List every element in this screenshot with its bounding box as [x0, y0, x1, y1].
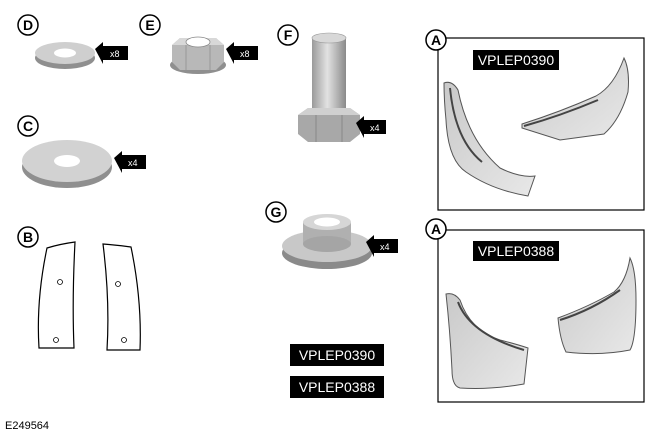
legend-code-2-bg — [290, 376, 384, 398]
nut-thread-hole — [185, 36, 211, 48]
mud-flap-rear-right — [557, 256, 637, 355]
strip-right — [102, 243, 141, 351]
callout-circle-d — [17, 14, 39, 36]
quantity-c: x4 — [128, 158, 138, 168]
code-label-top-bg — [473, 50, 559, 70]
callout-a2: A — [431, 221, 441, 237]
washer-c-hole — [54, 155, 80, 167]
callout-g: G — [271, 204, 282, 220]
callout-a1: A — [431, 32, 441, 48]
callout-f: F — [284, 27, 293, 43]
code-label-bottom: VPLEP0388 — [478, 243, 554, 259]
callout-circle-c — [17, 115, 39, 137]
figure-reference: E249564 — [5, 420, 49, 432]
washer-d-hole — [54, 48, 76, 58]
part-f-bolt: F x4 — [277, 24, 386, 142]
quantity-e: x8 — [240, 49, 250, 59]
legend-code-2: VPLEP0388 — [299, 379, 375, 395]
quantity-arrow-e — [226, 42, 258, 64]
bolt-shank — [312, 38, 346, 116]
legend-code-1: VPLEP0390 — [299, 347, 375, 363]
callout-circle-a1 — [425, 29, 447, 51]
code-label-bottom-bg — [473, 241, 559, 261]
callout-circle-g — [265, 201, 287, 223]
part-b-strips: B — [17, 226, 141, 351]
panel-a-top: A VPLEP0390 — [425, 29, 645, 211]
callout-circle-e — [139, 14, 161, 36]
callout-circle-a2 — [425, 218, 447, 240]
spacer-hole — [314, 217, 340, 227]
callout-b: B — [23, 229, 33, 245]
callout-circle-f — [277, 24, 299, 46]
quantity-g: x4 — [380, 242, 390, 252]
mud-flap-front-left — [443, 81, 536, 197]
quantity-arrow-d — [95, 42, 128, 64]
quantity-f: x4 — [370, 123, 380, 133]
part-g-spacer: G x4 — [265, 201, 398, 269]
quantity-arrow-f — [356, 116, 386, 138]
callout-e: E — [145, 17, 154, 33]
quantity-arrow-g — [366, 235, 398, 257]
quantity-arrow-c — [114, 151, 146, 173]
nut-hex-body — [172, 38, 224, 70]
part-e-nut: E x8 — [139, 14, 258, 74]
callout-circle-b — [17, 226, 39, 248]
callout-c: C — [23, 118, 33, 134]
legend-code-1-bg — [290, 344, 384, 366]
code-legend: VPLEP0390 VPLEP0388 — [290, 344, 384, 398]
callout-d: D — [23, 17, 33, 33]
strip-left — [37, 241, 76, 349]
panel-a-bottom: A VPLEP0388 — [425, 218, 645, 403]
code-label-top: VPLEP0390 — [478, 52, 554, 68]
part-d-washer: D x8 — [17, 14, 128, 69]
quantity-d: x8 — [110, 49, 120, 59]
part-c-washer: C x4 — [17, 115, 146, 188]
bolt-hex-head — [298, 108, 360, 142]
